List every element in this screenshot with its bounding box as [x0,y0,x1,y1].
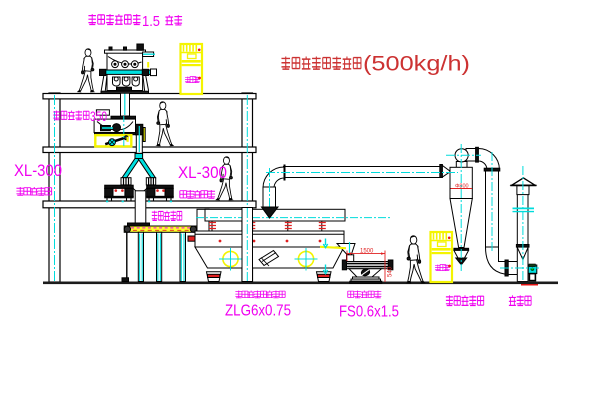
svg-text:FS0.6x1.5: FS0.6x1.5 [339,304,399,321]
svg-text:540: 540 [388,266,394,277]
svg-text:ZLG6x0.75: ZLG6x0.75 [225,303,291,320]
svg-text:1.5: 1.5 [142,14,160,30]
svg-text:350: 350 [90,108,107,124]
svg-text:XL-300: XL-300 [14,161,62,180]
svg-text:XL-300: XL-300 [178,163,227,182]
svg-text:(500kg/h): (500kg/h) [363,52,470,76]
svg-text:Φ800: Φ800 [455,183,469,189]
svg-text:1500: 1500 [360,249,374,255]
